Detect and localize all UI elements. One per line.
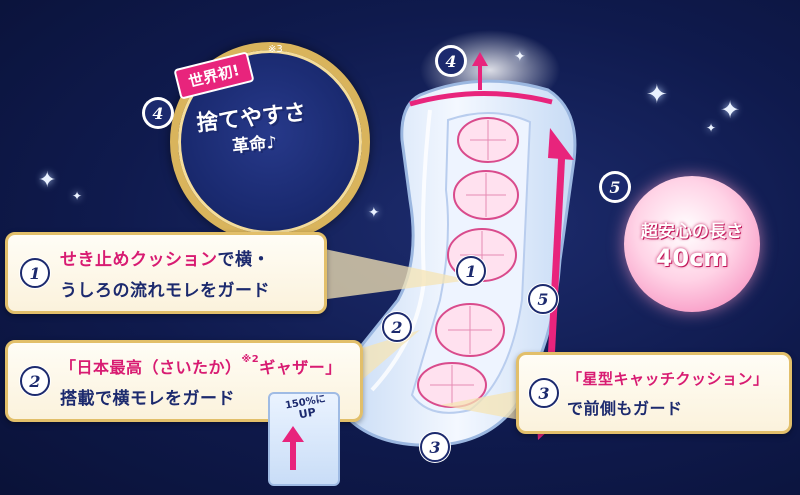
marker-1-pad: 1 [456,256,486,286]
marker-4-badge: 4 [143,98,173,128]
callout-1-line2: うしろの流れモレをガード [60,281,270,301]
callout-2-title-a: 「日本最高（さいたか） [60,357,242,377]
callout-1-tail: で横・ [217,250,270,270]
length-badge-value: 40cm [655,243,729,272]
callout-3-title: 「星型キャッチクッション」 [567,369,769,388]
marker-3-pad: 3 [420,432,450,462]
sparkle-icon: ✦ [720,96,741,124]
callout-2-title-b: ギャザー」 [259,357,342,377]
top-wave-arrow [409,90,553,107]
marker-4-top: 4 [436,46,466,76]
marker-5-right: 5 [600,172,630,202]
sparkle-icon: ✦ [368,205,380,221]
sparkle-icon: ✦ [706,121,717,135]
callout-3-line2: で前側もガード [567,398,683,418]
length-badge-label: 超安心の長さ [641,221,743,242]
sparkle-icon: ✦ [38,168,57,193]
disposal-revolution-badge [170,42,370,242]
sparkle-icon: ✦ [72,189,83,203]
marker-2-pad: 2 [382,312,412,342]
callout-1-highlight: せき止めクッション [60,250,218,270]
callout-2: 2 「日本最高（さいたか）※2ギャザー」 搭載で横モレをガード [5,340,363,422]
gather-height-badge [268,392,340,486]
connector-1 [320,248,470,300]
up-arrow-head [472,52,488,66]
connector-2 [356,330,420,385]
callout-2-number: 2 [20,366,50,396]
footnote-mark: ※3 [268,44,283,55]
up-arrow-icon [282,426,304,470]
connector-3 [440,390,520,420]
marker-5-arrow: 5 [528,284,558,314]
callout-3-number: 3 [529,378,559,408]
callout-2-line2: 搭載で横モレをガード [60,388,235,409]
callout-1-number: 1 [20,258,50,288]
callout-1: 1 せき止めクッションで横・ うしろの流れモレをガード [5,232,327,314]
callout-2-footnote: ※2 [241,353,260,365]
length-badge: 超安心の長さ 40cm [624,176,760,312]
badge-subline: 革命♪ [231,132,279,158]
sparkle-icon: ✦ [646,80,668,110]
callout-3: 3 「星型キャッチクッション」 で前側もガード [516,352,792,434]
length-arrow-head [548,128,574,160]
